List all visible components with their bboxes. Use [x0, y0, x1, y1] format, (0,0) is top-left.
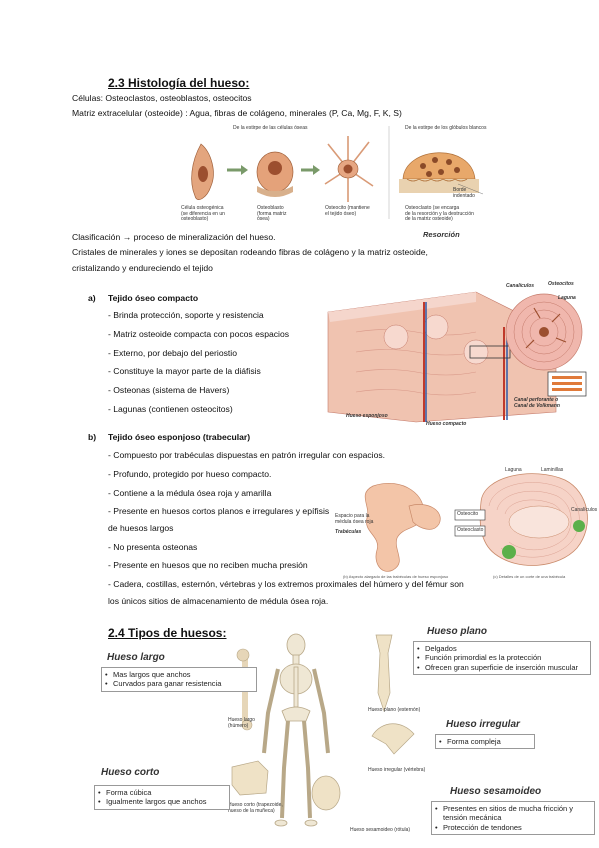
hueso-corto-box: Forma cúbica Igualmente largos que ancho…	[94, 785, 230, 810]
cell-label-osteoclasto: Osteoclasto (se encarga de la resorción …	[405, 205, 474, 222]
skeleton-illustration	[262, 633, 330, 827]
compact-bone-figure: Canalículos Osteocitos Laguna Canal perf…	[326, 272, 588, 430]
spongy-bone-figure: Laguna Laminillas Canalículos Osteocito …	[333, 466, 598, 582]
hueso-corto-item: Igualmente largos que anchos	[97, 797, 227, 807]
compacto-item: - Matriz osteoide compacta con pocos esp…	[108, 329, 290, 339]
irregular-bone-icon	[371, 723, 415, 755]
fig-hueso-plano: Hueso plano (esternón)	[368, 707, 421, 713]
hueso-sesamoideo-item: Presentes en sitios de mucha fricción y …	[434, 804, 592, 823]
fig-sp-espacio: Espacio para la médula ósea roja	[335, 513, 374, 525]
fig-canal-volkmann: Canal perforante o Canal de Volkmann	[514, 397, 560, 409]
borde-indentado-label: Borde indentado	[453, 187, 475, 199]
hueso-corto-item: Forma cúbica	[97, 788, 227, 798]
esponjoso-item: - Cadera, costillas, esternón, vértebras…	[108, 579, 464, 589]
cell-label-osteogenica: Célula osteogénica (se diferencia en un …	[181, 205, 225, 222]
fig-sp-caption-b: (b) Aspecto alargado de las trabéculas d…	[343, 574, 449, 579]
cristales-line-2: cristalizando y endureciendo el tejido	[72, 263, 213, 273]
cell-label-osteoblasto: Osteoblasto (forma matriz ósea)	[257, 205, 287, 222]
fig-hueso-esponjoso: Hueso esponjoso	[346, 413, 388, 419]
cristales-line-1: Cristales de minerales y iones se deposi…	[72, 247, 428, 257]
resorcion-label: Resorción	[423, 230, 460, 239]
fig-sp-laguna: Laguna	[505, 467, 522, 473]
hueso-sesamoideo-box: Presentes en sitios de mucha fricción y …	[431, 801, 595, 836]
clasificacion-line: Clasificación → proceso de mineralizació…	[72, 232, 276, 242]
fig-hueso-corto: Hueso corto (trapezoide, hueso de la muñ…	[228, 802, 283, 814]
section-24-title: 2.4 Tipos de huesos:	[108, 626, 227, 640]
compact-bone-illustration	[327, 291, 587, 423]
hueso-sesamoideo-item: Protección de tendones	[434, 823, 592, 833]
compacto-marker: a)	[88, 293, 96, 303]
fig-hueso-largo: Hueso largo (húmero)	[228, 717, 255, 729]
fig-hueso-sesamoideo: Hueso sesamoideo (rótula)	[350, 827, 411, 833]
hueso-sesamoideo-title: Hueso sesamoideo	[450, 786, 542, 797]
esponjoso-item: - Compuesto por trabéculas dispuestas en…	[108, 450, 386, 460]
fig-sp-canaliculos: Canalículos	[571, 507, 598, 513]
hueso-largo-item: Mas largos que anchos	[104, 670, 254, 680]
compacto-item: - Externo, por debajo del periostio	[108, 348, 237, 358]
fig-hueso-irregular: Hueso irregular (vértebra)	[368, 767, 426, 773]
hueso-largo-item: Curvados para ganar resistencia	[104, 679, 254, 689]
esponjoso-heading: Tejido óseo esponjoso (trabecular)	[108, 432, 251, 442]
hueso-plano-box: Delgados Función primordial es la protec…	[413, 641, 591, 676]
hueso-irregular-item: Forma compleja	[438, 737, 532, 747]
hueso-plano-item: Función primordial es la protección	[416, 653, 588, 663]
compacto-item: - Osteonas (sistema de Havers)	[108, 385, 230, 395]
esponjoso-item: los únicos sitios de almacenamiento de m…	[108, 596, 329, 606]
hueso-plano-item: Ofrecen gran superficie de inserción mus…	[416, 663, 588, 673]
esponjoso-item: - Presente en huesos que no reciben much…	[108, 560, 308, 570]
sesamoid-bone-icon	[311, 775, 341, 811]
fig-hueso-compacto: Hueso compacto	[426, 421, 467, 427]
esponjoso-item: - Presente en huesos cortos planos e irr…	[108, 506, 330, 516]
compacto-heading: Tejido óseo compacto	[108, 293, 199, 303]
hueso-plano-item: Delgados	[416, 644, 588, 654]
fig-canaliculos: Canalículos	[506, 283, 535, 289]
esponjoso-item: - No presenta osteonas	[108, 542, 198, 552]
cells-illustration	[191, 126, 484, 219]
celulas-line: Células: Osteoclastos, osteoblastos, ost…	[72, 93, 252, 103]
hueso-irregular-box: Forma compleja	[435, 734, 535, 750]
fig-sp-laminillas: Laminillas	[541, 467, 564, 473]
section-23-title: 2.3 Histología del hueso:	[108, 76, 250, 90]
hueso-irregular-title: Hueso irregular	[446, 719, 520, 730]
fig-osteocitos: Osteocitos	[548, 281, 574, 287]
hueso-largo-title: Hueso largo	[107, 652, 165, 663]
esponjoso-marker: b)	[88, 432, 97, 442]
flat-bone-icon	[375, 634, 393, 713]
fig-sp-osteoclasto: Osteoclasto	[457, 527, 484, 533]
spongy-bone-illustration	[364, 473, 588, 572]
fig-laguna: Laguna	[558, 295, 576, 301]
hueso-largo-box: Mas largos que anchos Curvados para gana…	[101, 667, 257, 692]
fig-sp-osteocito: Osteocito	[457, 511, 479, 517]
cells-header-right: De la estirpe de los glóbulos blancos	[405, 125, 487, 131]
hueso-plano-title: Hueso plano	[427, 626, 488, 637]
esponjoso-item: - Profundo, protegido por hueso compacto…	[108, 469, 272, 479]
esponjoso-item: de huesos largos	[108, 523, 174, 533]
hueso-corto-title: Hueso corto	[101, 767, 160, 778]
compacto-item: - Lagunas (contienen osteocitos)	[108, 404, 233, 414]
compacto-item: - Brinda protección, soporte y resistenc…	[108, 310, 264, 320]
fig-sp-caption-c: (c) Detalles de un corte de una trabécul…	[493, 574, 566, 579]
bone-cells-figure: De la estirpe de las células óseas De la…	[153, 124, 488, 242]
matriz-line: Matriz extracelular (osteoide) : Agua, f…	[72, 108, 402, 118]
compacto-item: - Constituye la mayor parte de la diáfis…	[108, 366, 261, 376]
cell-label-osteocito: Osteocito (mantiene el tejido óseo)	[325, 205, 370, 217]
fig-sp-trabeculas: Trabéculas	[335, 529, 362, 535]
short-bone-icon	[231, 760, 269, 796]
esponjoso-item: - Contiene a la médula ósea roja y amari…	[108, 488, 272, 498]
cells-header-left: De la estirpe de las células óseas	[233, 125, 308, 131]
